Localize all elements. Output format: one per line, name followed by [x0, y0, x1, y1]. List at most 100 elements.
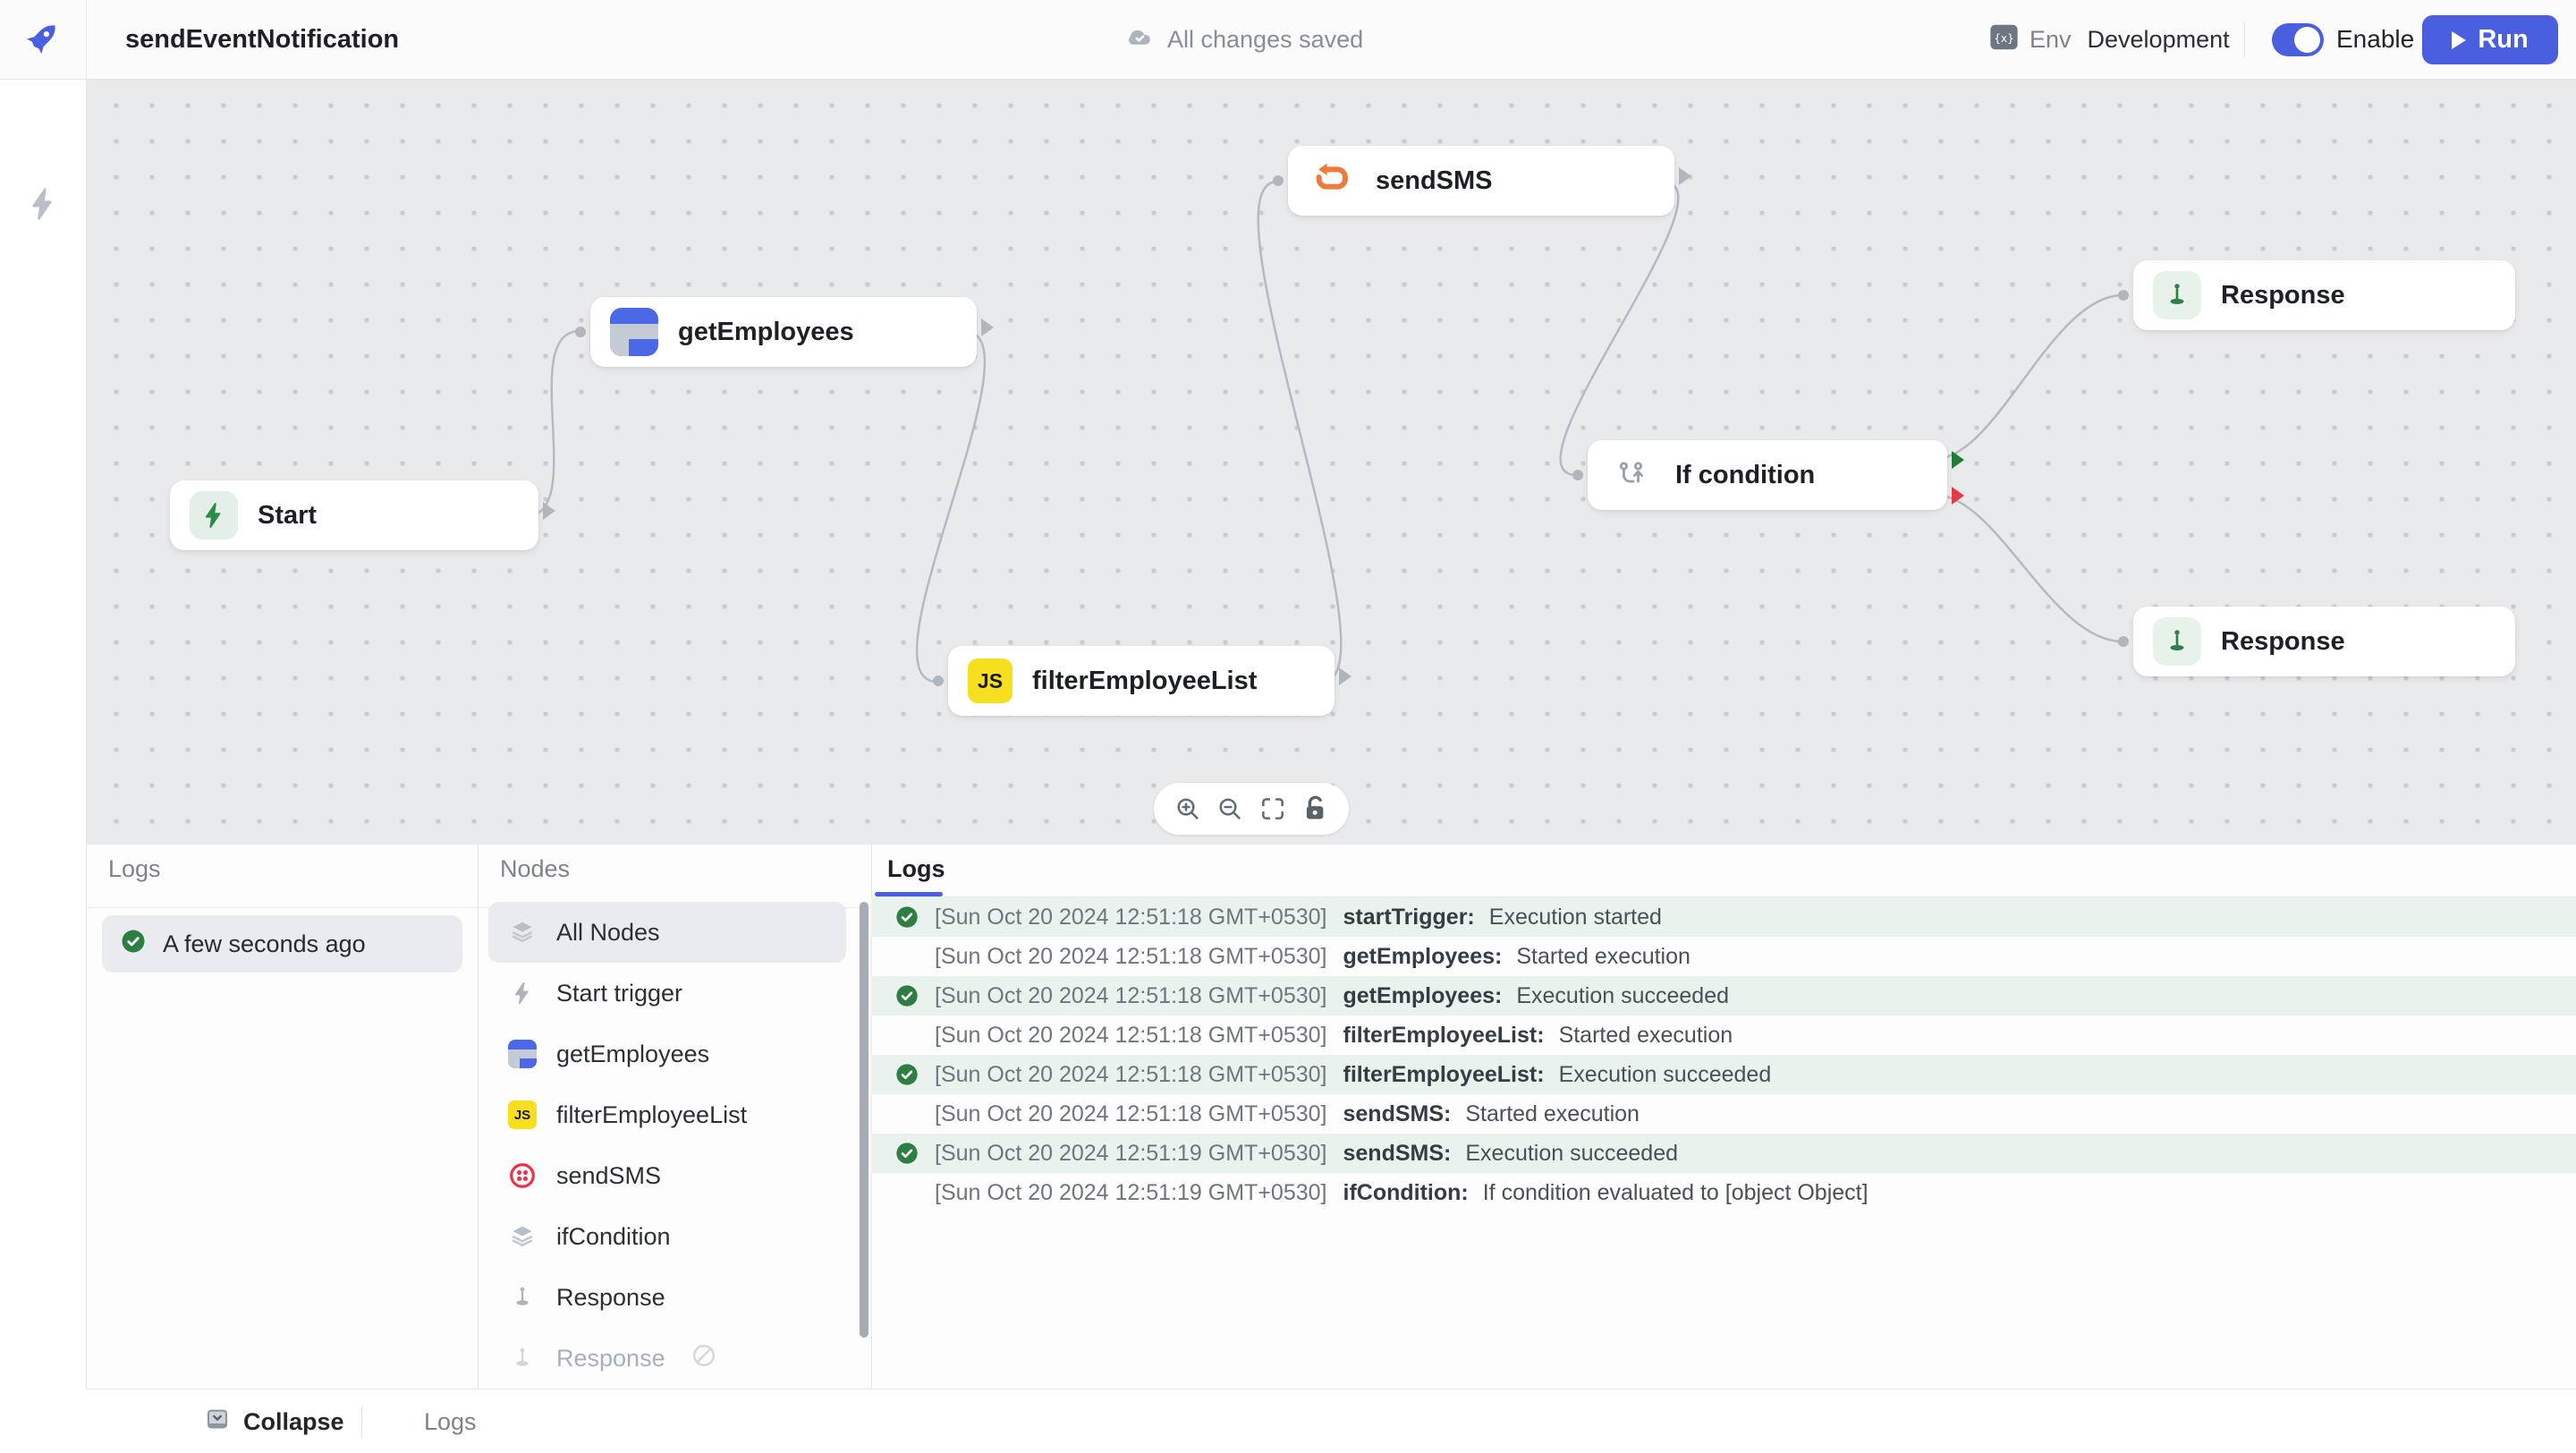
footer-logs-toggle[interactable]: Logs: [424, 1407, 477, 1435]
input-port[interactable]: [2118, 636, 2129, 647]
input-port[interactable]: [1273, 175, 1284, 186]
datasource-icon: [508, 1040, 537, 1068]
return-icon: [2153, 271, 2201, 319]
footer-divider: [361, 1406, 362, 1438]
log-node-name: ifCondition:: [1343, 1179, 1469, 1205]
log-row: [Sun Oct 20 2024 12:51:18 GMT+0530] filt…: [871, 1055, 2576, 1094]
filter-item-start-trigger[interactable]: Start trigger: [488, 963, 846, 1024]
fit-view-icon[interactable]: [1256, 792, 1290, 826]
zoom-in-icon[interactable]: [1171, 792, 1205, 826]
nodes-scrollbar[interactable]: [860, 902, 869, 1338]
log-timestamp: [Sun Oct 20 2024 12:51:19 GMT+0530]: [935, 1179, 1327, 1205]
env-value: Development: [2087, 25, 2230, 53]
filter-item-filteremployeelist[interactable]: JS filterEmployeeList: [488, 1084, 846, 1145]
top-bar: sendEventNotification All changes saved …: [0, 0, 2576, 80]
workflow-title[interactable]: sendEventNotification: [125, 24, 400, 54]
enable-label: Enable: [2336, 25, 2415, 53]
canvas-zoom-toolbar: [1154, 783, 1349, 835]
datasource-icon: [610, 308, 658, 356]
success-check-icon: [894, 1062, 919, 1087]
node-label: If condition: [1675, 460, 1816, 489]
node-ifcondition[interactable]: If condition: [1572, 440, 1964, 510]
log-row: [Sun Oct 20 2024 12:51:18 GMT+0530] filt…: [871, 1015, 2576, 1055]
log-node-name: filterEmployeeList:: [1343, 1022, 1545, 1048]
collapse-icon: [204, 1406, 231, 1439]
filter-item-getemployees[interactable]: getEmployees: [488, 1024, 846, 1084]
node-sendsms[interactable]: sendSMS: [1273, 146, 1691, 216]
debug-panel: Logs A few seconds ago Nodes All Nodes: [86, 845, 2576, 1389]
node-label: Response: [2221, 626, 2345, 656]
workflow-canvas[interactable]: Start getEmployees sendSMS JS fi: [86, 79, 2576, 845]
node-response-1[interactable]: Response: [2118, 260, 2515, 330]
environment-selector[interactable]: {x} Env Development: [1989, 0, 2230, 79]
input-port[interactable]: [1572, 470, 1583, 480]
collapse-button[interactable]: Collapse: [204, 1389, 344, 1453]
lock-icon[interactable]: [1298, 792, 1332, 826]
run-history-item[interactable]: A few seconds ago: [102, 915, 462, 973]
branch-icon: [1607, 451, 1656, 499]
true-output-port[interactable]: [1952, 451, 1964, 469]
filter-item-ifcondition[interactable]: ifCondition: [488, 1206, 846, 1267]
log-message: Started execution: [1465, 1100, 1640, 1126]
lightning-icon: [190, 491, 238, 540]
log-node-name: sendSMS:: [1343, 1140, 1452, 1166]
log-message: Execution succeeded: [1516, 982, 1730, 1008]
output-port[interactable]: [1339, 667, 1352, 685]
node-getemployees[interactable]: getEmployees: [575, 297, 994, 367]
node-response-2[interactable]: Response: [2118, 607, 2515, 676]
node-filteremployeelist[interactable]: JS filterEmployeeList: [933, 646, 1352, 716]
input-port[interactable]: [575, 327, 586, 337]
log-timestamp: [Sun Oct 20 2024 12:51:18 GMT+0530]: [935, 943, 1327, 969]
output-port[interactable]: [1679, 167, 1691, 185]
save-status-text: All changes saved: [1167, 25, 1364, 53]
return-icon: [508, 1285, 537, 1310]
filter-item-label: All Nodes: [556, 918, 660, 946]
prohibited-icon: [691, 1342, 717, 1375]
return-icon: [508, 1346, 537, 1371]
toggle-knob: [2294, 27, 2320, 53]
success-check-icon: [120, 928, 147, 961]
return-icon: [2153, 617, 2201, 666]
log-message: Started execution: [1558, 1022, 1733, 1048]
trigger-rail-icon[interactable]: [25, 184, 61, 228]
log-message: Execution succeeded: [1558, 1061, 1772, 1087]
node-label: filterEmployeeList: [1032, 666, 1258, 695]
run-button[interactable]: Run: [2422, 15, 2558, 64]
filter-item-all-nodes[interactable]: All Nodes: [488, 902, 846, 963]
success-check-icon: [894, 983, 919, 1008]
output-port[interactable]: [981, 319, 994, 336]
filter-item-response-1[interactable]: Response: [488, 1267, 846, 1328]
play-icon: [2452, 30, 2467, 49]
input-port[interactable]: [933, 676, 944, 686]
log-node-name: sendSMS:: [1343, 1100, 1452, 1126]
app-logo[interactable]: [0, 0, 87, 79]
run-item-label: A few seconds ago: [163, 930, 366, 957]
node-start[interactable]: Start: [170, 480, 555, 550]
enable-toggle[interactable]: [2272, 23, 2324, 56]
zoom-out-icon[interactable]: [1213, 792, 1247, 826]
filter-item-sendsms[interactable]: sendSMS: [488, 1145, 846, 1206]
node-label: sendSMS: [1376, 166, 1493, 195]
node-label: Start: [258, 500, 318, 530]
input-port[interactable]: [2118, 290, 2129, 301]
rocket-icon: [23, 18, 63, 62]
output-port[interactable]: [543, 502, 555, 520]
run-button-label: Run: [2478, 25, 2529, 54]
filter-item-label: Start trigger: [556, 979, 683, 1007]
log-node-name: getEmployees:: [1343, 943, 1503, 969]
filter-item-response-2[interactable]: Response: [488, 1328, 846, 1389]
success-check-icon: [894, 905, 919, 930]
node-filter-list: All Nodes Start trigger getEmployees: [488, 902, 846, 1389]
false-output-port[interactable]: [1952, 487, 1964, 505]
runs-column: Logs A few seconds ago: [86, 845, 479, 1389]
log-row: [Sun Oct 20 2024 12:51:18 GMT+0530] getE…: [871, 937, 2576, 976]
cloud-check-icon: [1125, 22, 1154, 57]
log-timestamp: [Sun Oct 20 2024 12:51:18 GMT+0530]: [935, 1100, 1327, 1126]
topbar-divider: [2244, 21, 2245, 57]
filter-item-label: getEmployees: [556, 1040, 710, 1067]
tab-logs[interactable]: Logs: [887, 855, 945, 882]
logs-tabbar: Logs: [871, 845, 2576, 897]
log-timestamp: [Sun Oct 20 2024 12:51:18 GMT+0530]: [935, 982, 1327, 1008]
js-icon: JS: [968, 659, 1013, 703]
left-rail: [0, 79, 87, 1453]
